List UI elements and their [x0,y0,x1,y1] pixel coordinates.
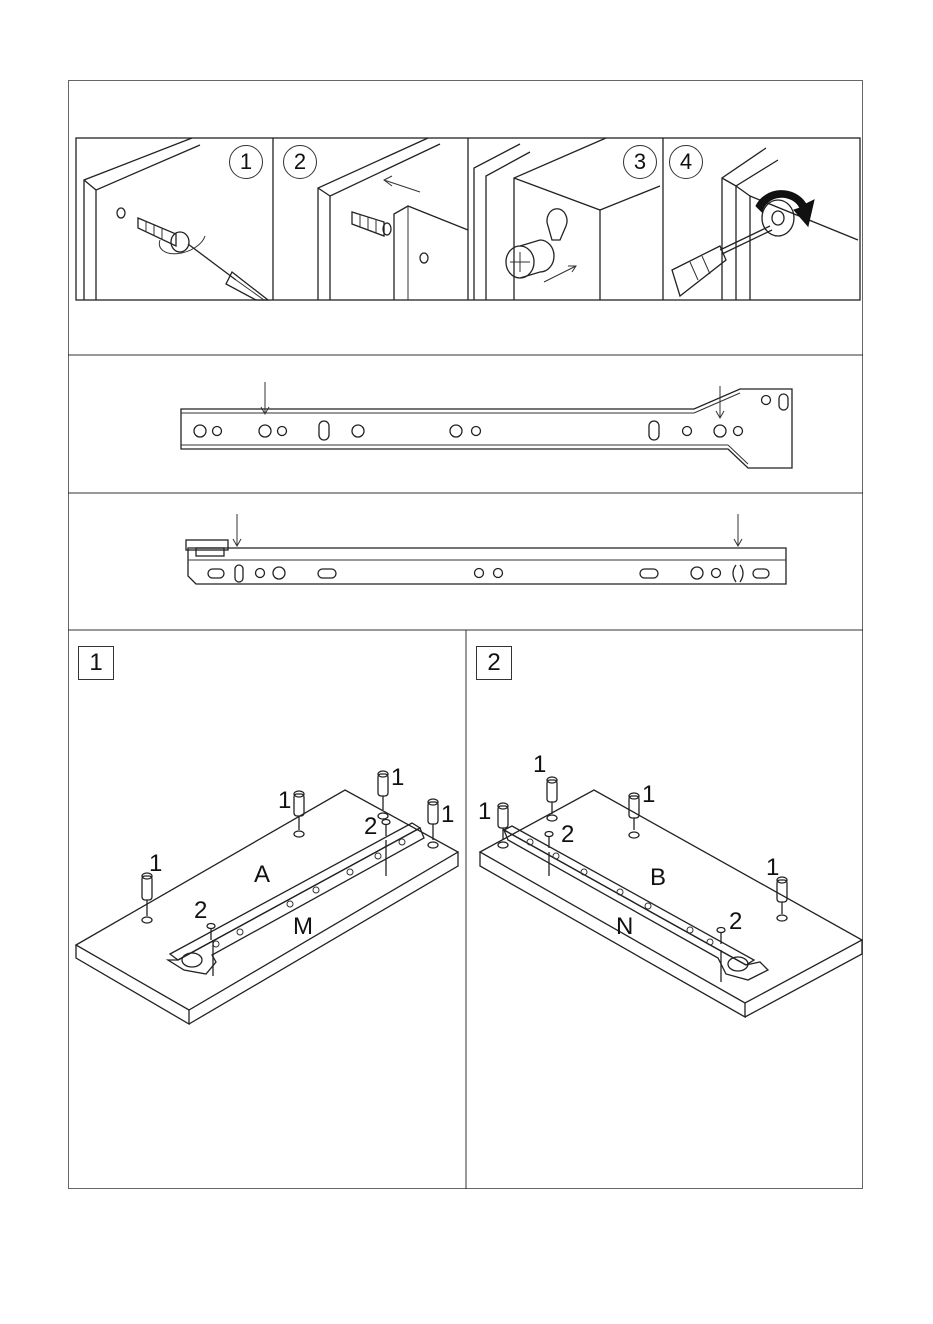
panel-2-step-box: 2 [476,646,512,680]
panel-1-step-box: 1 [78,646,114,680]
step-badge-2: 2 [283,145,317,179]
panel-2-illustration [480,777,862,1017]
step-2-illustration [318,138,468,300]
panel-2-callout-screw-b: 2 [729,910,742,934]
panel-2-callout-screw-a: 2 [561,823,574,847]
step-badge-4: 4 [669,145,703,179]
step-badge-3: 3 [623,145,657,179]
panel-2-callout-dowel-a: 1 [478,800,491,824]
panel-2-callout-dowel-c: 1 [642,783,655,807]
step-badge-1: 1 [229,145,263,179]
panel-1-callout-dowel-d: 1 [441,803,454,827]
panel-2-board-label: B [650,866,666,890]
panel-1-illustration [76,771,458,1024]
top-steps-strip [76,138,860,300]
drawer-runner-illustration [181,382,792,468]
panel-2-callout-dowel-d: 1 [766,856,779,880]
panel-2-runner-label: N [616,915,633,939]
panel-1-board-label: A [254,863,270,887]
panel-1-callout-screw-b: 2 [364,815,377,839]
panel-1-callout-dowel-c: 1 [391,766,404,790]
panel-1-callout-dowel-b: 1 [278,789,291,813]
panel-1-callout-screw-a: 2 [194,899,207,923]
panel-1-runner-label: M [293,915,313,939]
panel-2-callout-dowel-b: 1 [533,753,546,777]
cabinet-runner-illustration [186,514,786,584]
panel-1-callout-dowel-a: 1 [149,852,162,876]
